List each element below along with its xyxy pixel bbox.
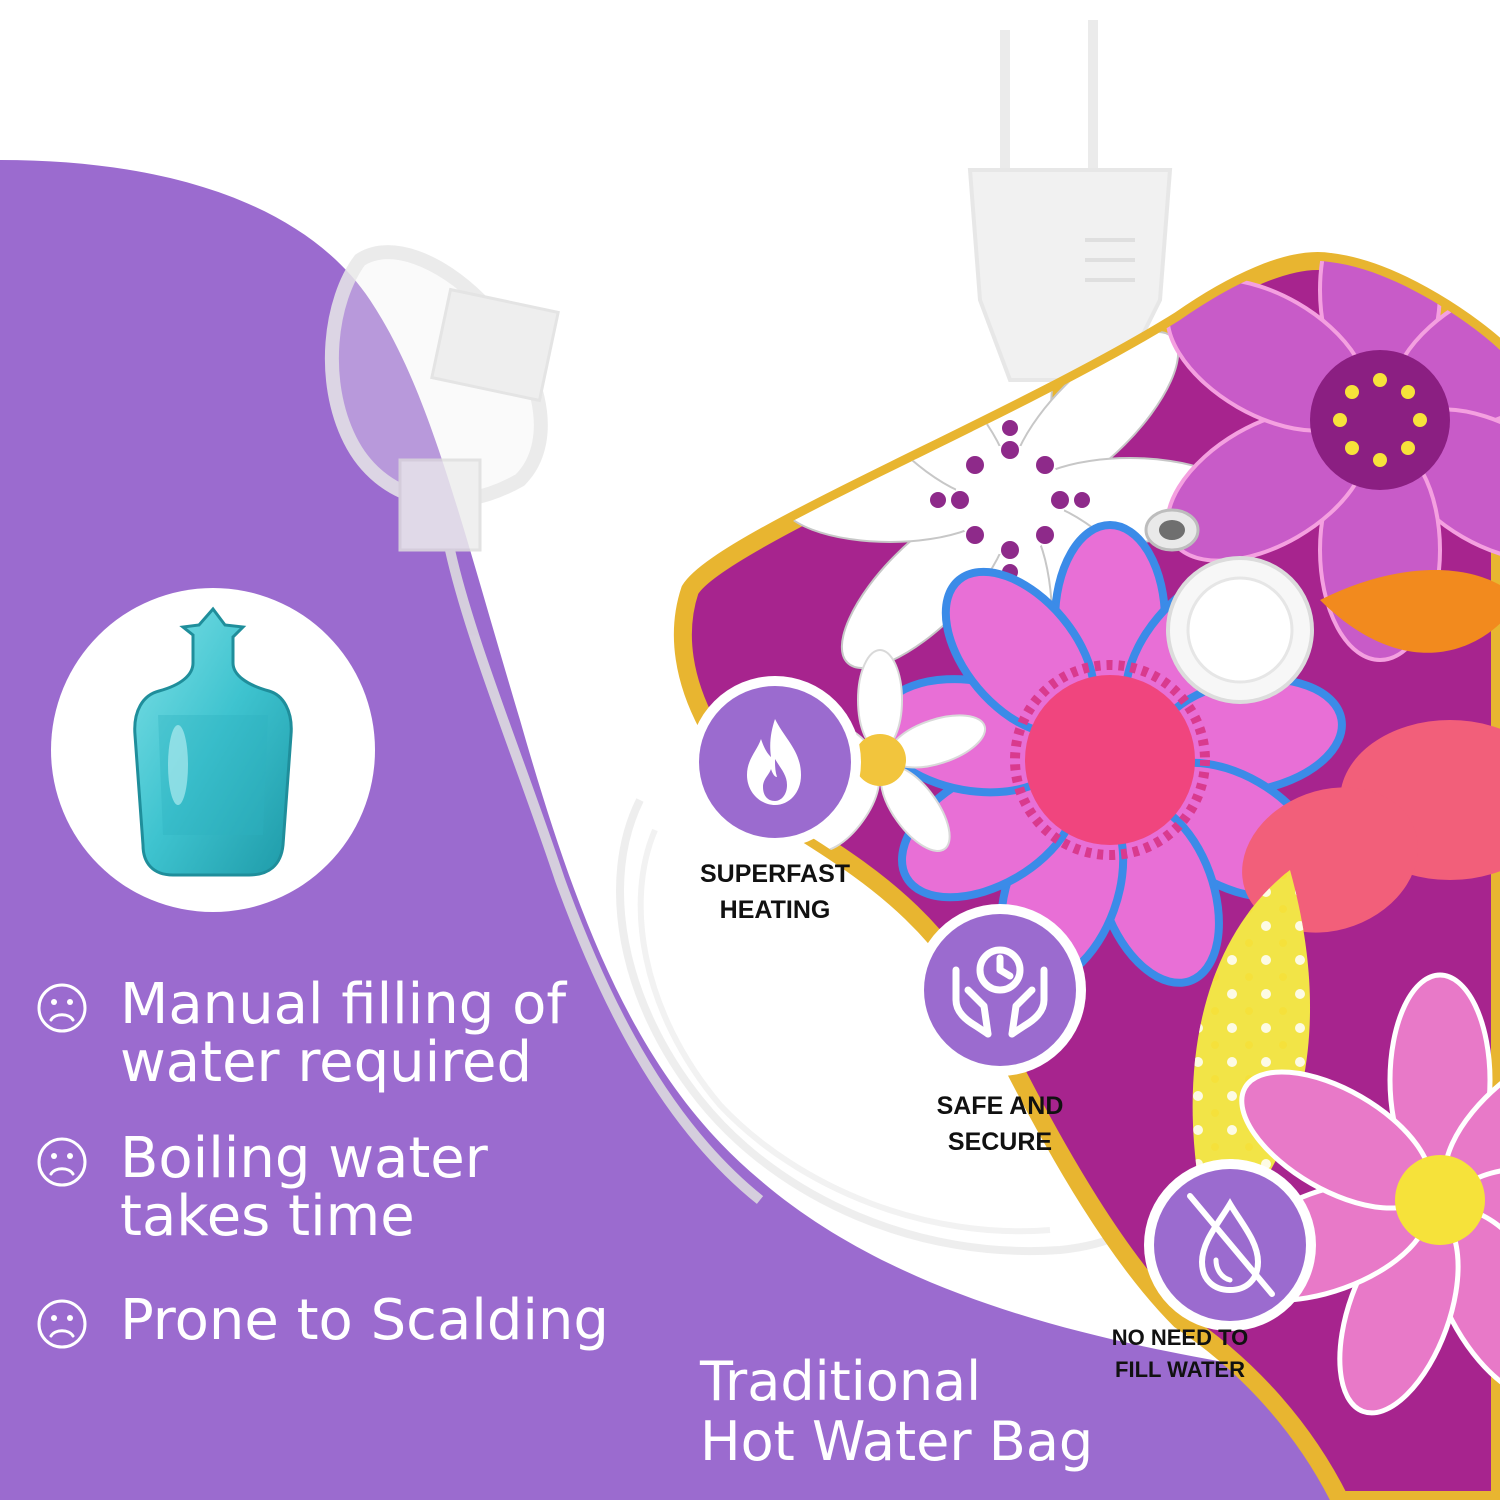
con-item-boiling-water: Boiling water takes time — [36, 1130, 488, 1246]
flame-icon — [747, 719, 801, 805]
con-text: Manual filling of water required — [120, 972, 567, 1095]
electric-hot-water-bag — [673, 252, 1500, 1500]
con-text: Prone to Scalding — [120, 1288, 609, 1353]
rubber-bottle-image — [133, 606, 293, 877]
sad-face-icon — [37, 983, 87, 1033]
traditional-bottle-inset — [51, 588, 375, 912]
con-item-manual-filling: Manual filling of water required — [36, 976, 566, 1092]
caption-traditional-hot-water-bag: Traditional Hot Water Bag — [700, 1350, 1094, 1473]
con-item-scalding: Prone to Scalding — [36, 1292, 609, 1350]
feature-label-safe-and-secure: SAFE AND SECURE — [936, 1092, 1064, 1156]
sad-face-icon — [37, 1137, 87, 1187]
purple-backdrop — [0, 160, 1340, 1500]
feature-label-superfast-heating: SUPERFAST HEATING — [699, 860, 851, 924]
sad-face-icon — [37, 1299, 87, 1349]
hands-clock-icon — [952, 946, 1048, 1038]
feature-label-no-need-to-fill-water: NO NEED TO FILL WATER — [1111, 1325, 1249, 1382]
con-text: Boiling water takes time — [120, 1126, 488, 1249]
electric-plug-and-cable — [324, 20, 1189, 1255]
no-water-drop-icon — [1187, 1193, 1275, 1297]
